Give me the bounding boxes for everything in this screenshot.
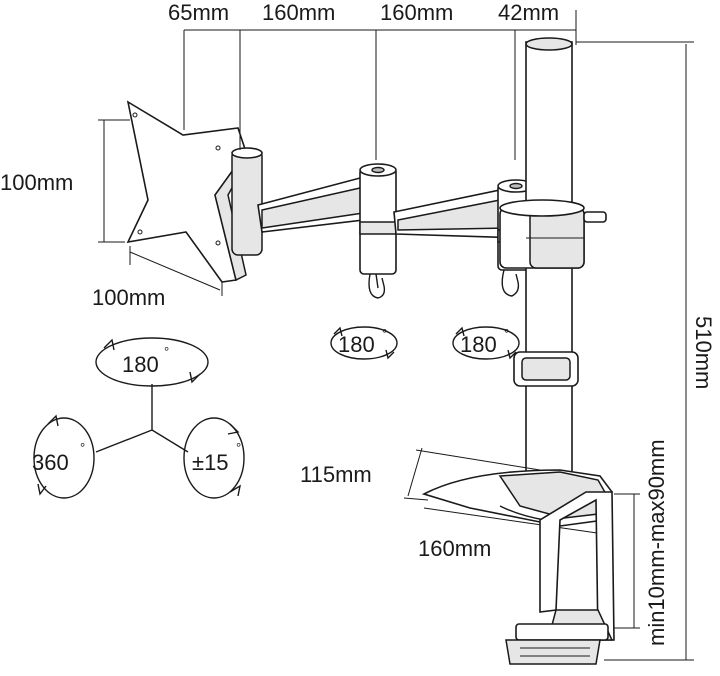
rotation-swivel-value: 360 — [32, 450, 69, 475]
top-dimension-lines — [183, 10, 577, 160]
rotation-joint1-value: 180 — [338, 332, 375, 357]
dim-base-width: 160mm — [418, 536, 491, 561]
rotation-badge-joint1: 180 ° — [330, 326, 398, 360]
dim-clamp-range: min10mm-max90mm — [644, 439, 669, 646]
pole-collar — [499, 199, 607, 269]
dim-total-height: 510mm — [691, 316, 716, 389]
desk-clamp — [505, 491, 615, 665]
cable-clip — [513, 351, 579, 387]
rotation-joint1-degree: ° — [382, 326, 387, 341]
tilt-badge: 180 ° — [95, 337, 209, 387]
total-height-dimension — [576, 41, 694, 661]
dim-42mm: 42mm — [498, 0, 559, 25]
dim-160mm-b: 160mm — [380, 0, 453, 25]
dim-plate-width: 100mm — [92, 285, 165, 310]
swivel-badge: 360 ° — [32, 414, 95, 499]
dim-65mm: 65mm — [168, 0, 229, 25]
clamp-range-dimension — [614, 493, 640, 629]
rotation-badge-joint2: 180 ° — [452, 326, 520, 360]
rotation-joint2-degree: ° — [504, 326, 509, 341]
level-badge: ±15 ° — [183, 417, 245, 499]
dim-160mm-a: 160mm — [262, 0, 335, 25]
rotation-level-degree: ° — [236, 440, 241, 455]
rotation-summary: 180 ° 360 ° ±15 ° — [32, 337, 245, 499]
arm-joint-1 — [359, 163, 397, 299]
rotation-swivel-degree: ° — [80, 440, 85, 455]
plate-height-dimension — [98, 119, 130, 243]
arm-segment-2 — [393, 189, 523, 239]
rotation-level-value: ±15 — [192, 450, 229, 475]
rotation-tilt-value: 180 — [122, 352, 159, 377]
dim-plate-height: 100mm — [0, 170, 73, 195]
rotation-tilt-degree: ° — [164, 344, 169, 359]
rotation-joint2-value: 180 — [460, 332, 497, 357]
plate-width-dimension — [129, 246, 223, 296]
base-width-dimension — [423, 507, 605, 535]
dim-base-depth: 115mm — [300, 462, 372, 487]
tilt-joint — [231, 30, 263, 256]
base-depth-dimension — [403, 447, 541, 501]
